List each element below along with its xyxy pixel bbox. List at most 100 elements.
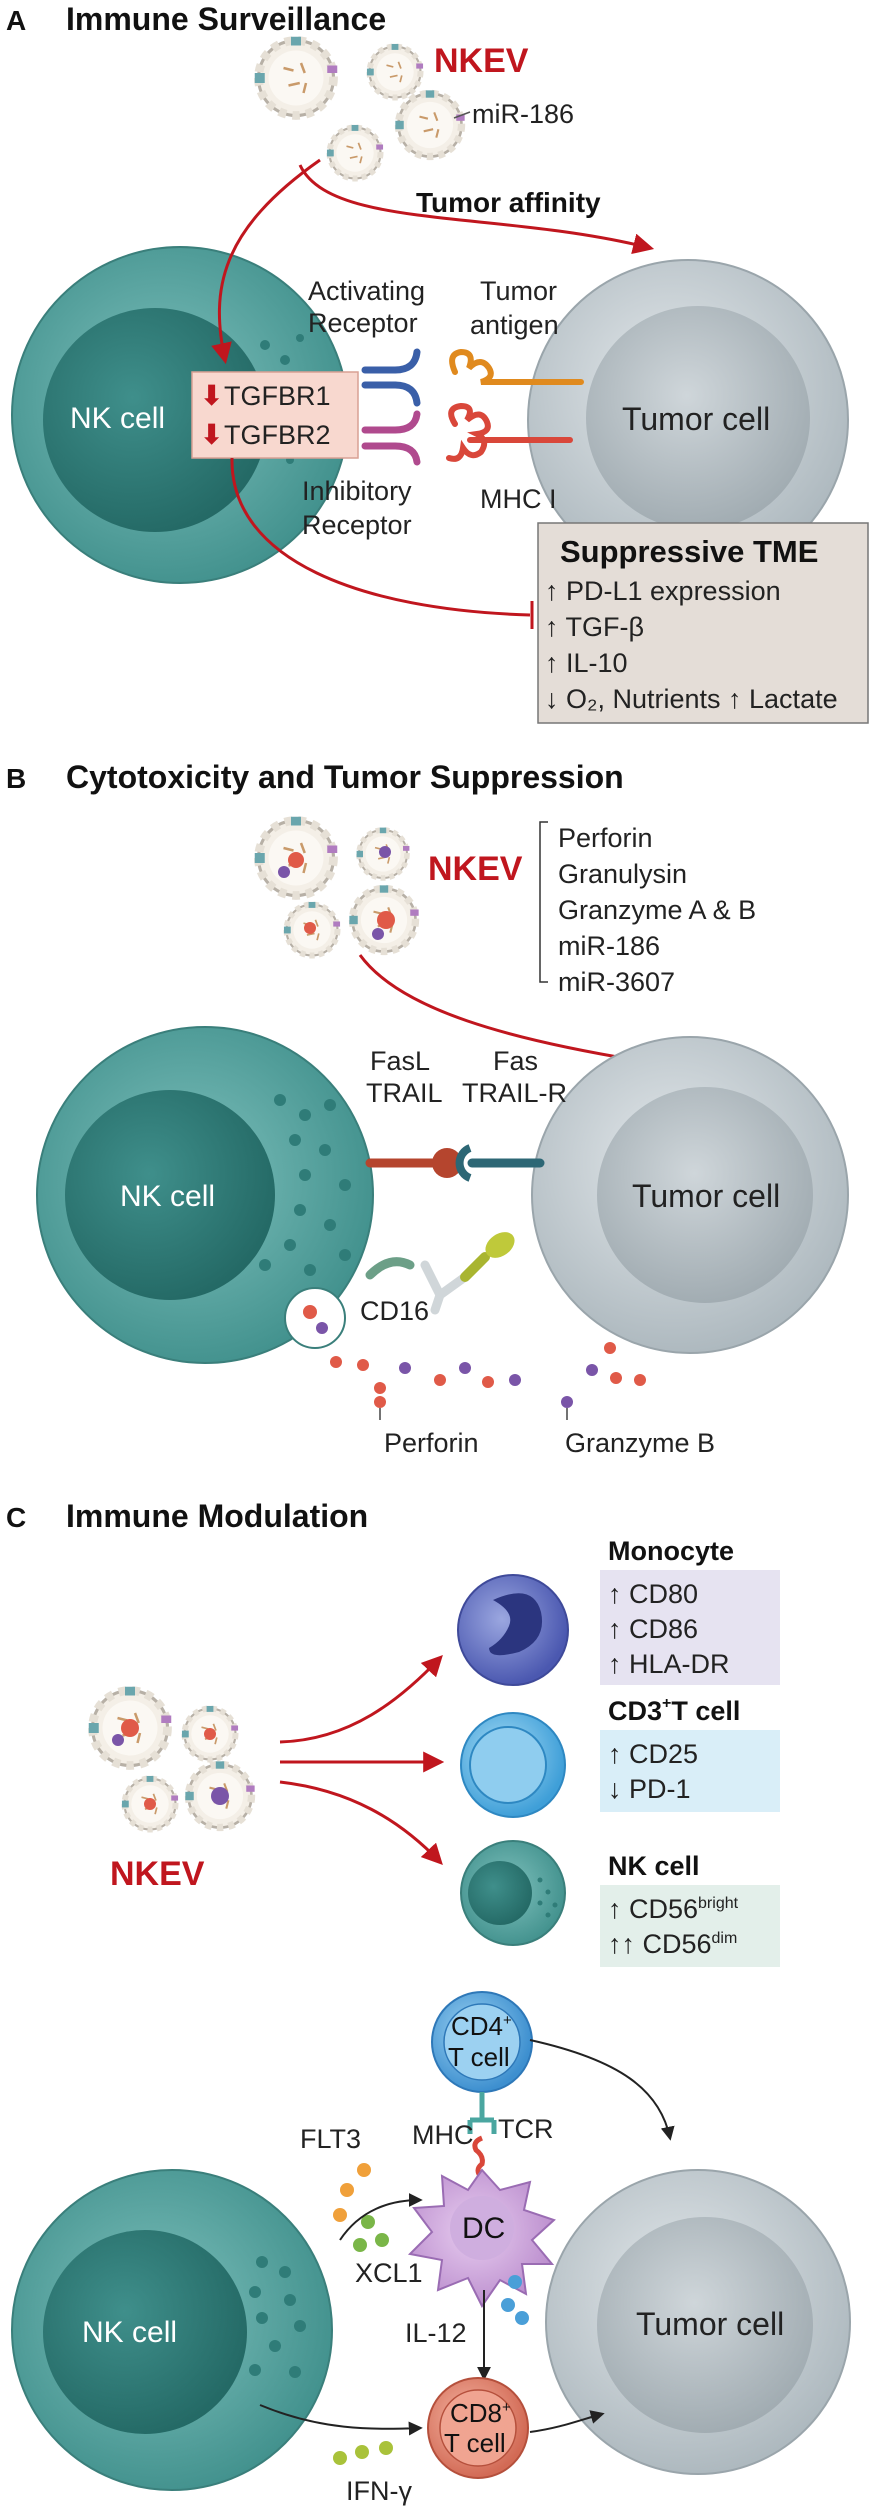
cargo-item-3: Granzyme A & B [558,895,756,925]
down-arrow-icon: ⬇ [200,419,223,450]
perforin-label: Perforin [384,1428,479,1458]
fas-label: Fas [493,1046,538,1076]
down-arrow-icon: ⬇ [200,380,223,411]
tumor-affinity-label: Tumor affinity [416,187,601,218]
nk-to-cd8-arrow [259,2404,423,2436]
dc-label: DC [462,2212,505,2245]
nk-cell-box [600,1885,780,1967]
tumor-cell-label: Tumor cell [622,401,770,437]
tcr-receptor [467,2092,497,2134]
nk-cell-c-label: NK cell [82,2316,177,2349]
arrow-to-nk-cell [279,1780,443,1866]
cd3-t-cell [460,1712,566,1818]
t-cell-item-2: ↓ PD-1 [608,1774,691,1804]
tumor-antigen-label-1: Tumor [480,276,557,306]
mir186-label: miR-186 [472,99,574,129]
flt3-label: FLT3 [300,2124,361,2154]
tme-item-2: ↑ TGF-β [545,612,644,642]
panel-c-letter: C [6,1502,26,1533]
flt3-cytokines [333,2163,389,2252]
cd8-label-1: CD8+ [450,2398,511,2428]
nkev-label: NKEV [434,42,529,80]
nk-cell-c: NK cell [11,2169,333,2491]
tumor-antigen [449,348,584,385]
cargo-item-1: Perforin [558,823,653,853]
tumor-cell-c-label: Tumor cell [636,2306,784,2342]
cd8-label-2: T cell [444,2428,506,2458]
mhc-label-c: MHC [412,2120,474,2150]
mhc-i-label: MHC I [480,484,557,514]
cd4-label-2: T cell [448,2042,510,2072]
nk-cell-item-1: ↑ CD56bright [608,1894,739,1924]
activating-receptor [361,348,421,407]
tgfbr-box: ⬇ TGFBR1 ⬇ TGFBR2 [191,371,359,459]
cargo-item-4: miR-186 [558,931,660,961]
ifng-label: IFN-γ [346,2476,412,2506]
cargo-item-5: miR-3607 [558,967,675,997]
tme-item-3: ↑ IL-10 [545,648,628,678]
panel-a: A Immune Surveillance NKEV miR-186 Tumor… [6,1,869,724]
monocyte-title: Monocyte [608,1536,734,1566]
inhibitory-receptor [361,410,421,466]
inhibitory-receptor-label-1: Inhibitory [302,476,412,506]
fasl-label: FasL [370,1046,430,1076]
tumor-affinity-arrow [298,164,655,255]
cd16-antibody [365,1232,515,1315]
nk-cell-item-2: ↑↑ CD56dim [608,1929,737,1959]
nkev-to-nk-arrow [211,158,321,365]
activating-receptor-label-2: Receptor [308,308,418,338]
monocyte-item-1: ↑ CD80 [608,1579,698,1609]
monocyte-box [600,1570,780,1685]
il12-label: IL-12 [405,2318,467,2348]
activating-receptor-label-1: Activating [308,276,425,306]
cd16-label: CD16 [360,1296,429,1326]
panel-a-title: Immune Surveillance [66,1,386,37]
nk-to-dc-arrow [339,2193,423,2241]
suppressive-tme-box: Suppressive TME ↑ PD-L1 expression ↑ TGF… [537,522,869,724]
tme-item-1: ↑ PD-L1 expression [545,576,781,606]
tumor-cell: Tumor cell [527,259,849,581]
mhc-molecule [472,2135,485,2200]
cd4-t-cell: CD4+ T cell [431,1991,533,2093]
tumor-antigen-label-2: antigen [470,310,559,340]
tumor-cell-b: Tumor cell [531,1036,849,1354]
tgfbr1-label: TGFBR1 [224,381,331,411]
granules [330,1342,646,1408]
ifng-cytokines [333,2441,393,2465]
tumor-cell-c: Tumor cell [545,2169,851,2475]
cargo-item-2: Granulysin [558,859,687,889]
fas-receptor [455,1144,545,1182]
panel-b-title: Cytotoxicity and Tumor Suppression [66,759,624,795]
xcl1-label: XCL1 [355,2258,423,2288]
nk-cell-title: NK cell [608,1851,700,1881]
cargo-bracket [539,821,548,983]
fasl-ligand [365,1148,462,1178]
tcr-label: TCR [498,2114,554,2144]
inhibition-line [230,457,531,617]
nk-cell-b: NK cell [36,1026,374,1364]
cd4-label-1: CD4+ [451,2011,512,2041]
tgfbr2-label: TGFBR2 [224,420,331,450]
monocyte-item-3: ↑ HLA-DR [608,1649,730,1679]
cd4-to-tumor-arrow [529,2039,675,2141]
nkev-label-c: NKEV [110,1855,205,1893]
tme-title: Suppressive TME [560,534,818,569]
nkev-label-b: NKEV [428,850,523,888]
nk-cell-b-label: NK cell [120,1180,215,1213]
t-cell-title: CD3+T cell [608,1695,740,1726]
arrow-to-monocyte [279,1654,443,1744]
nkev-to-tumor-arrow [358,954,653,1070]
cd8-t-cell: CD8+ T cell [427,2377,529,2479]
dendritic-cell: DC [407,2168,556,2308]
trail-label: TRAIL [366,1078,443,1108]
mhc-i [446,402,573,462]
panel-a-letter: A [6,5,26,36]
monocyte [457,1574,569,1686]
panel-b: B Cytotoxicity and Tumor Suppression NKE… [6,759,849,1458]
panel-c: C Immune Modulation NKEV Monocyte ↑ CD80… [6,1498,851,2506]
monocyte-item-2: ↑ CD86 [608,1614,698,1644]
inhibitory-receptor-label-2: Receptor [302,510,412,540]
nkev-vesicles-b [255,817,419,956]
nk-cell: NK cell [11,246,349,584]
